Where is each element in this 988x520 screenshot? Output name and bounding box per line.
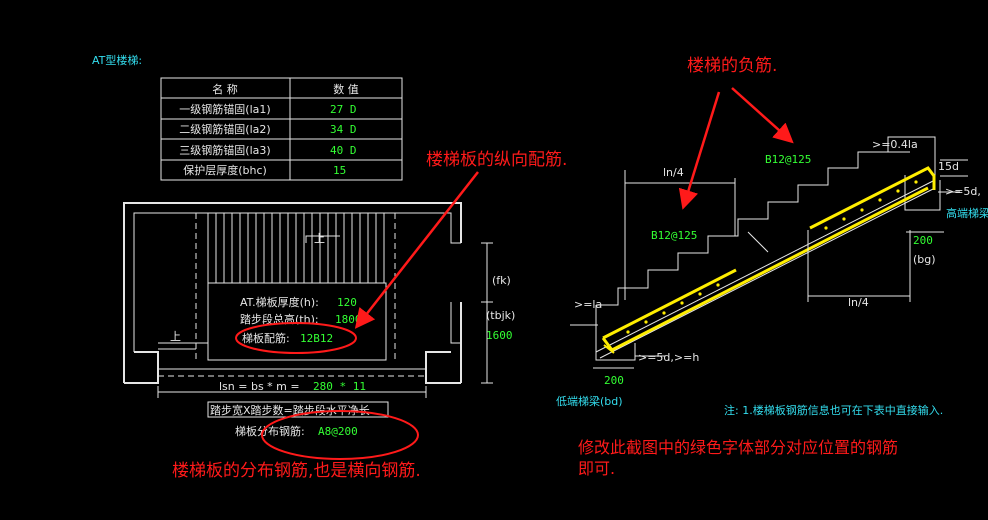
parameter-table bbox=[160, 77, 403, 181]
up-direction-label: 上 bbox=[314, 232, 325, 245]
table-row-name: 一级钢筋锚固(la1) bbox=[179, 102, 270, 116]
low-hook-label: >=5d,>=h bbox=[638, 351, 699, 364]
table-header-value: 数 值 bbox=[333, 83, 359, 96]
lsn-value[interactable]: 280 * 11 bbox=[313, 380, 366, 393]
table-row-name: 二级钢筋锚固(la2) bbox=[179, 122, 270, 136]
highlight-ellipse bbox=[261, 410, 419, 460]
annotation-arrows bbox=[354, 87, 794, 329]
stair-type-title: AT型楼梯: bbox=[92, 53, 142, 67]
tbjk-label: (tbjk) bbox=[486, 309, 515, 322]
section-ln4-right: ln/4 bbox=[848, 296, 869, 309]
distribution-label: 梯板分布钢筋: bbox=[235, 424, 305, 438]
low-beam-width[interactable]: 200 bbox=[604, 374, 624, 387]
thickness-value[interactable]: 120 bbox=[337, 296, 357, 309]
section-rebar-top[interactable]: B12@125 bbox=[765, 153, 811, 166]
rebar-value[interactable]: 12B12 bbox=[300, 332, 333, 345]
up-direction-label: 上 bbox=[170, 330, 181, 343]
tbjk-value[interactable]: 1600 bbox=[486, 329, 513, 342]
table-row-name: 保护层厚度(bhc) bbox=[183, 163, 267, 177]
section-ln4-left: ln/4 bbox=[663, 166, 684, 179]
annotation-instruction-2: 即可. bbox=[578, 459, 615, 478]
table-row-value[interactable]: 27 D bbox=[330, 103, 357, 116]
low-beam-label: 低端梯梁(bd) bbox=[556, 394, 623, 408]
annotation-instruction: 修改此截图中的绿色字体部分对应位置的钢筋 bbox=[578, 438, 898, 457]
high-beam-code: (bg) bbox=[913, 253, 936, 266]
annotation-longitudinal: 楼梯板的纵向配筋. bbox=[426, 150, 567, 170]
high-beam-width[interactable]: 200 bbox=[913, 234, 933, 247]
table-row-value[interactable]: 40 D bbox=[330, 144, 357, 157]
anchor-length-label: >=0.4la bbox=[872, 138, 918, 151]
distribution-value[interactable]: A8@200 bbox=[318, 425, 358, 438]
height-value[interactable]: 1800 bbox=[335, 313, 362, 326]
stair-section-view bbox=[570, 136, 968, 369]
section-rebar-bottom[interactable]: B12@125 bbox=[651, 229, 697, 242]
lsn-note: 踏步宽X踏步数=踏步段水平净长 bbox=[210, 403, 370, 417]
rebar-label: 梯板配筋: bbox=[242, 331, 290, 345]
table-row-value[interactable]: 15 bbox=[333, 164, 346, 177]
hook-15d-label: 15d bbox=[938, 160, 959, 173]
hook-5d-label: >=5d, bbox=[945, 185, 981, 198]
high-beam-label: 高端梯梁 bbox=[946, 206, 988, 220]
fk-label: (fk) bbox=[492, 274, 511, 287]
table-row-name: 三级钢筋锚固(la3) bbox=[179, 143, 270, 157]
table-header-name: 名 称 bbox=[212, 82, 238, 96]
table-row-value[interactable]: 34 D bbox=[330, 123, 357, 136]
anchor-la-label: >=la bbox=[574, 298, 602, 311]
highlight-ellipse bbox=[235, 322, 357, 354]
section-note: 注: 1.楼梯板钢筋信息也可在下表中直接输入. bbox=[724, 403, 943, 417]
stair-plan-view bbox=[123, 202, 493, 398]
annotation-distribution: 楼梯板的分布钢筋,也是横向钢筋. bbox=[172, 461, 421, 481]
annotation-negative: 楼梯的负筋. bbox=[687, 56, 777, 76]
thickness-label: AT.梯板厚度(h): bbox=[240, 295, 319, 309]
lsn-formula: lsn = bs * m = bbox=[219, 380, 300, 393]
lsn-note-box bbox=[207, 401, 389, 418]
